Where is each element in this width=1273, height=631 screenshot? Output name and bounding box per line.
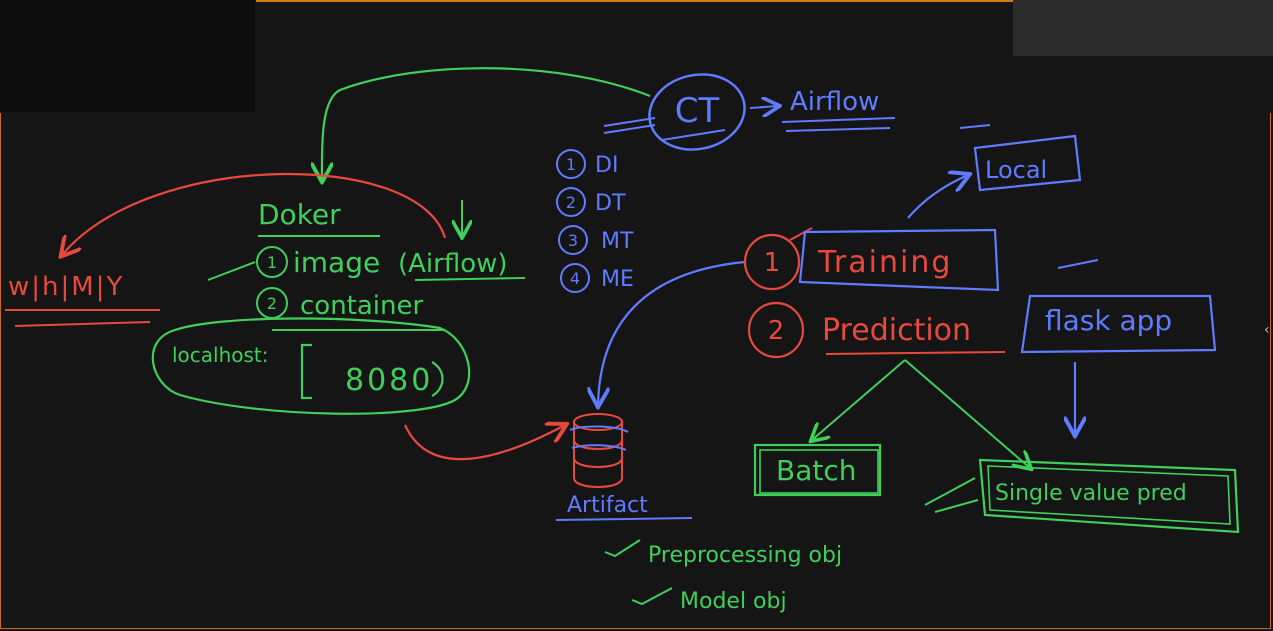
docker-container-label: container: [300, 291, 424, 321]
step-number: 1: [566, 155, 576, 174]
docker-to-schedule-arrow: [62, 172, 447, 255]
localhost-label: localhost:: [172, 343, 269, 367]
ct-to-docker-arrow: [322, 67, 651, 180]
docker-image-label: image: [293, 246, 380, 279]
orange-edge: [256, 0, 1013, 2]
dark-panel-top-right: [1013, 0, 1273, 56]
training-to-artifact-arrow: [598, 260, 746, 405]
schedule-label: w|h|M|Y: [8, 272, 124, 302]
artifact-item: Preprocessing obj: [648, 543, 842, 568]
batch-label: Batch: [776, 454, 857, 487]
pipeline-step: 4 ME: [560, 263, 634, 293]
ct-to-airflow-arrow: [749, 106, 778, 108]
pipeline-step: 1 DI: [556, 149, 618, 179]
local-target: Local: [959, 124, 1082, 192]
container-to-artifact-arrow: [403, 425, 565, 461]
step-number: 4: [570, 269, 580, 288]
dark-panel-top-left: [0, 0, 255, 112]
schedule: w|h|M|Y: [5, 272, 160, 327]
step-number: 2: [566, 193, 576, 212]
port-value: 8080: [345, 363, 433, 398]
batch-box: Batch: [753, 443, 882, 497]
step-label: MT: [601, 229, 634, 254]
mode-number: 2: [768, 316, 785, 346]
docker-block: Doker 1 image (Airflow) 2 container loca…: [151, 198, 526, 415]
svg-text:2: 2: [267, 294, 277, 313]
prediction-to-single-arrow: [904, 359, 1030, 468]
mode-number: 1: [764, 248, 781, 278]
pipeline-step: 2 DT: [556, 187, 626, 217]
training-to-local-arrow: [907, 175, 968, 219]
prediction-to-batch-arrow: [812, 359, 906, 440]
mode-training: 1 Training: [743, 227, 1000, 292]
pipeline-step: 3 MT: [558, 225, 634, 255]
artifact-label: Artifact: [567, 493, 648, 518]
ct-label: CT: [675, 91, 720, 131]
artifact-item: Model obj: [680, 589, 787, 614]
scroll-hint-icon[interactable]: ‹: [1264, 322, 1270, 338]
mode-label: Training: [817, 245, 952, 280]
board-frame: [0, 113, 1271, 629]
step-number: 3: [568, 231, 578, 250]
step-label: ME: [601, 267, 634, 292]
pipeline-steps: 1 DI 2 DT 3 MT 4 ME: [556, 149, 634, 293]
airflow-label: Airflow: [790, 87, 879, 117]
single-value-label: Single value pred: [995, 481, 1187, 506]
mode-label: Prediction: [822, 313, 971, 348]
local-label: Local: [985, 156, 1047, 184]
svg-text:1: 1: [267, 253, 277, 272]
mode-prediction: 2 Prediction: [747, 301, 1006, 359]
localhost-bubble: [151, 317, 471, 415]
docker-title: Doker: [258, 198, 341, 231]
step-label: DI: [595, 153, 618, 178]
flask-app-target: flask app: [1020, 259, 1217, 354]
flask-app-label: flask app: [1045, 304, 1172, 337]
docker-image-note: (Airflow): [398, 249, 508, 279]
artifact-store: Artifact Preprocessing obj Model obj: [555, 413, 842, 614]
airflow-target: Airflow: [781, 87, 896, 132]
step-label: DT: [595, 191, 626, 216]
ct-node: CT: [603, 73, 746, 151]
single-value-box: Single value pred: [924, 458, 1240, 534]
database-icon: [569, 413, 629, 488]
